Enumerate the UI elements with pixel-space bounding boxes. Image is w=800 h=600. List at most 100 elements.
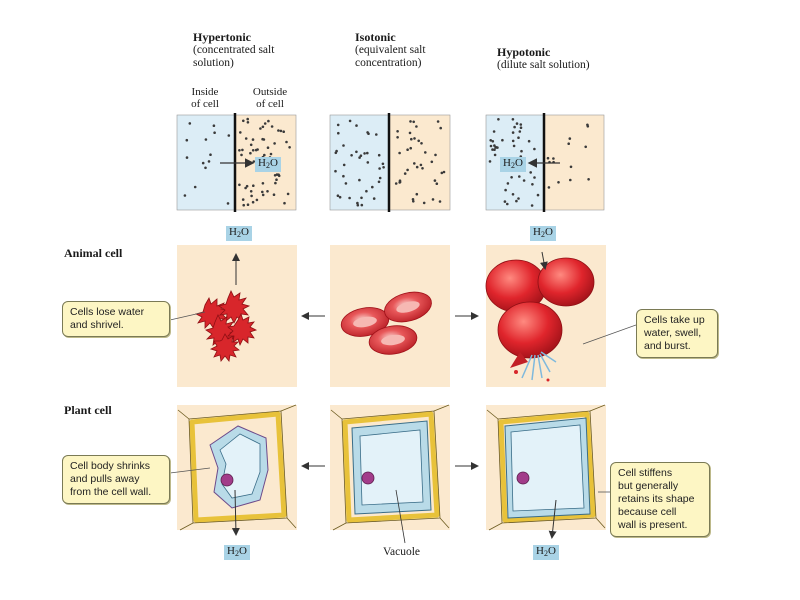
solute-dot — [251, 200, 255, 204]
solute-dot — [337, 131, 340, 135]
solute-dot — [529, 171, 532, 174]
solute-dot — [204, 138, 208, 141]
solute-dot — [270, 125, 274, 128]
solute-dot — [213, 131, 216, 134]
plasmolysed-plant-cell — [209, 425, 269, 509]
solute-dot — [207, 160, 211, 163]
row-label-plant: Plant cell — [64, 403, 112, 417]
callout-line: Cell stiffens — [618, 467, 673, 479]
solute-dot — [413, 162, 416, 165]
vacuole-pointer — [395, 489, 406, 544]
solute-dot — [530, 204, 534, 207]
solute-dot — [358, 178, 361, 182]
water-tag-animal-hypo: H2O — [530, 226, 556, 241]
solute-dot — [433, 179, 437, 182]
solute-dot — [372, 197, 376, 200]
nucleus — [516, 471, 530, 485]
solute-dot — [413, 137, 416, 140]
solute-dot — [403, 172, 407, 175]
solute-dot — [275, 173, 279, 176]
solute-dot — [259, 127, 262, 130]
arrow-down-icon — [231, 489, 240, 536]
solute-dot — [497, 118, 500, 121]
callout-animal-hypertonic: Cells lose water and shrivel. — [62, 301, 170, 337]
solute-dot — [422, 201, 426, 205]
hypo-outside-dots — [546, 123, 590, 189]
header-hypertonic: Hypertonic (concentrated salt solution) — [193, 30, 333, 70]
solute-dot — [266, 146, 270, 149]
solute-dot — [277, 129, 280, 132]
callout-pointers — [169, 311, 637, 493]
inside-label-line2: of cell — [191, 98, 219, 110]
solute-dot — [557, 181, 560, 184]
solute-dot — [382, 166, 385, 169]
solute-dot — [438, 200, 442, 203]
row-label-animal: Animal cell — [64, 246, 123, 260]
solute-dot — [396, 130, 399, 133]
solute-dot — [513, 125, 516, 129]
solute-dot — [358, 156, 361, 159]
solute-dot — [239, 131, 242, 134]
solute-dot — [527, 139, 531, 143]
solute-dot — [406, 168, 409, 172]
solute-dot — [381, 162, 385, 166]
arrow-down-icon — [548, 499, 557, 539]
solute-dot — [350, 154, 353, 157]
solute-dot — [410, 137, 413, 141]
solute-dot — [398, 179, 402, 182]
solute-dot — [273, 142, 276, 145]
solute-dot — [489, 139, 493, 142]
solute-dot — [394, 182, 398, 185]
solute-dot — [212, 124, 216, 127]
isotonic-concentration-box — [329, 113, 451, 212]
solute-dot — [263, 153, 266, 157]
water-tag-plant-hyper: H2O — [224, 545, 250, 560]
solute-dot — [398, 151, 401, 155]
solute-dot — [336, 123, 340, 127]
water-tag-plant-hypo: H2O — [533, 545, 559, 560]
solute-dot — [240, 153, 243, 157]
solute-dot — [366, 161, 370, 164]
solute-dot — [584, 145, 587, 149]
solute-dot — [547, 186, 551, 189]
water-tag-hyper-box: H2O — [255, 157, 281, 172]
solute-dot — [246, 117, 249, 121]
solute-dot — [408, 131, 412, 135]
solute-dot — [501, 138, 504, 142]
solute-dot — [421, 167, 424, 170]
water-tag-hypo-box: H2O — [500, 157, 526, 172]
solute-dot — [249, 190, 253, 193]
hypo-inside-dots — [488, 118, 540, 207]
nucleus — [361, 471, 375, 485]
isotonic-sub-2: concentration) — [355, 57, 422, 69]
callout-plant-hypotonic: Cell stiffens but generally retains its … — [610, 462, 710, 537]
solute-dot — [533, 147, 536, 151]
solute-dot — [512, 144, 516, 148]
solute-dot — [491, 148, 494, 151]
solute-dot — [342, 174, 345, 178]
isotonic-sub-1: (equivalent salt — [355, 44, 426, 56]
solute-dot — [419, 163, 423, 167]
solute-dot — [201, 161, 205, 165]
solute-dot — [568, 137, 572, 140]
callout-line: but generally — [618, 480, 679, 492]
solute-dot — [249, 151, 252, 155]
cell-wall-outlines — [177, 404, 606, 531]
solute-dot — [188, 122, 192, 125]
solute-dot — [511, 131, 515, 134]
solute-dot — [204, 166, 207, 170]
solute-dot — [227, 134, 231, 137]
callout-plant-hypertonic: Cell body shrinks and pulls away from th… — [62, 455, 170, 504]
callout-line: and burst. — [644, 340, 691, 352]
solute-dot — [412, 120, 416, 124]
nucleus — [220, 473, 234, 487]
solute-dot — [367, 132, 370, 135]
solute-dot — [515, 122, 519, 125]
solute-dot — [266, 190, 269, 193]
solute-dot — [511, 139, 515, 143]
solute-dot — [431, 198, 435, 201]
solute-dot — [244, 186, 247, 190]
solute-dot — [363, 152, 366, 155]
solute-dot — [338, 195, 342, 199]
